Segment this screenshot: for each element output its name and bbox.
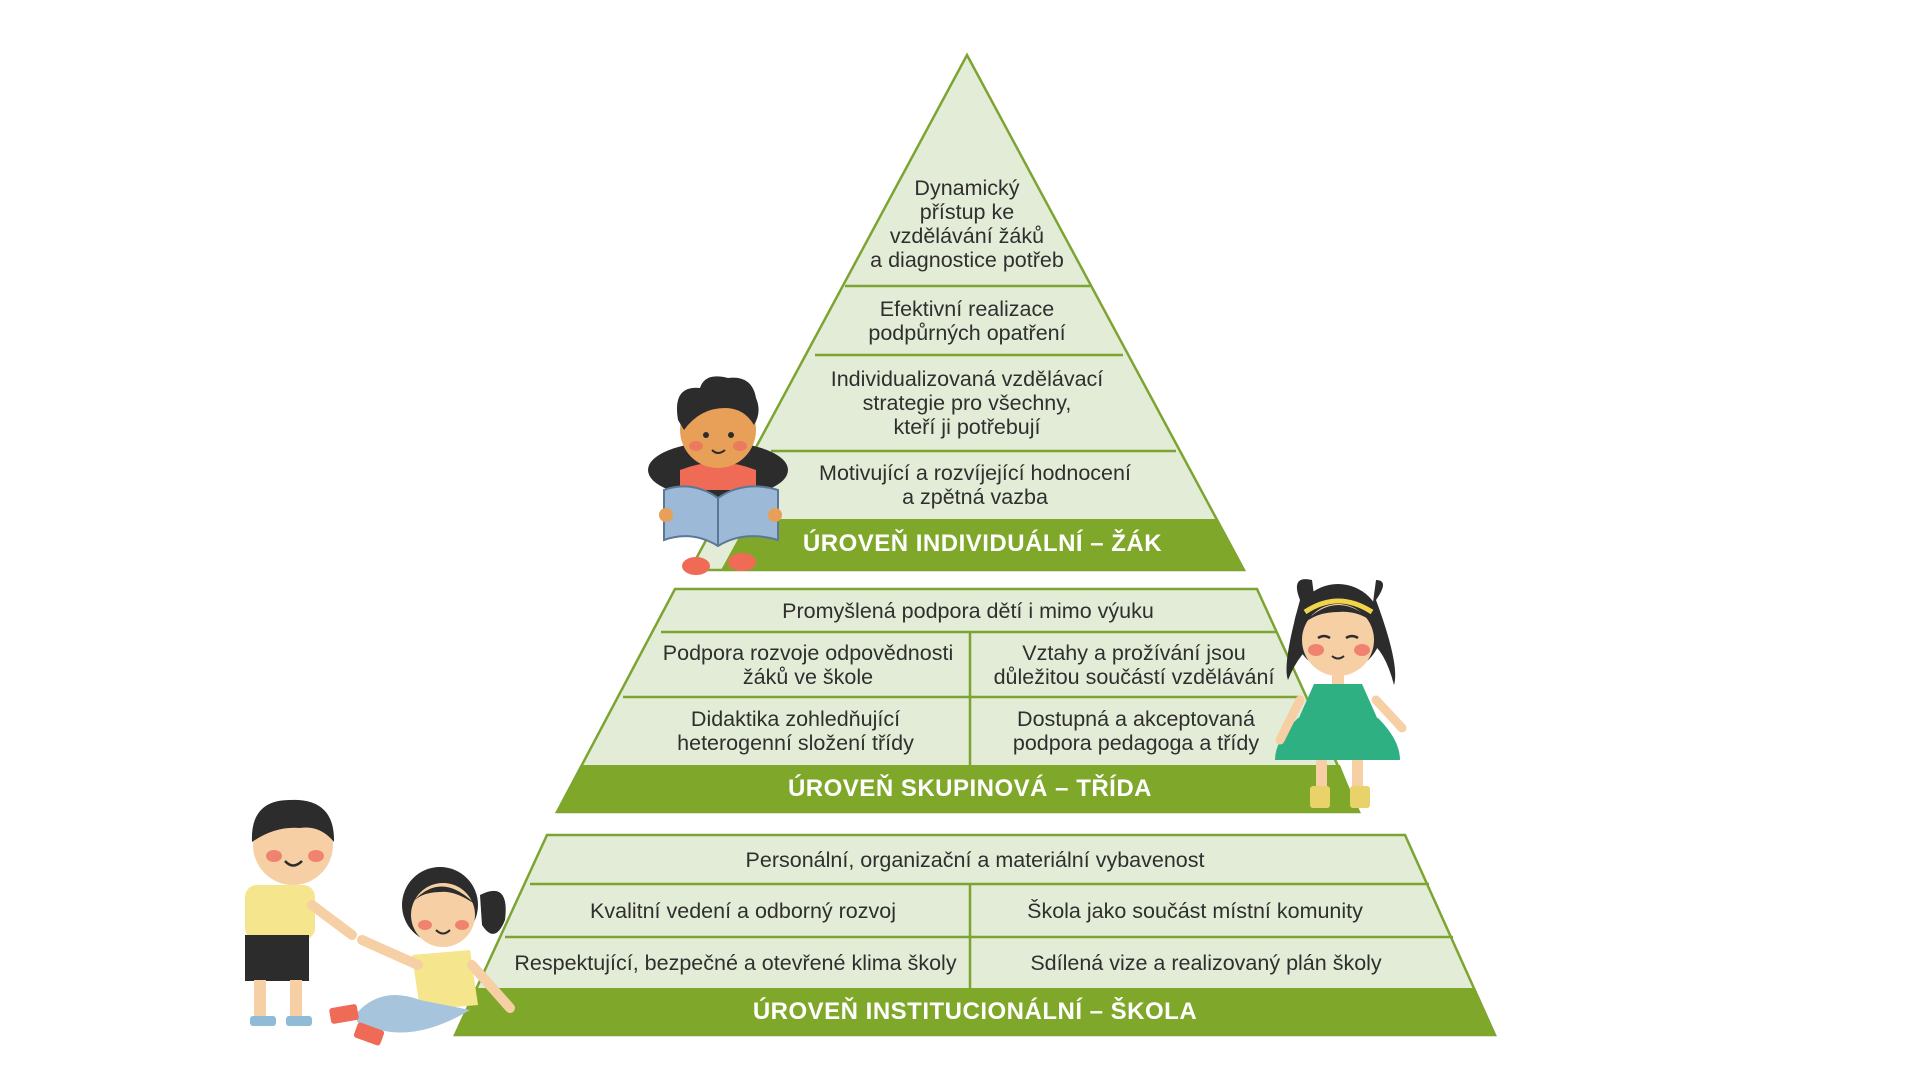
group-band [557, 765, 1359, 812]
institutional-band [455, 988, 1495, 1035]
institutional-level-title: ÚROVEŇ INSTITUCIONÁLNÍ – ŠKOLA [752, 998, 1198, 1025]
group-mid-left-cell: Podpora rozvoje odpovědnosti žáků ve ško… [662, 641, 954, 689]
group-bot-right-cell: Dostupná a akceptovaná podpora pedagoga … [1012, 707, 1260, 755]
girl-green-dress-illustration [1275, 579, 1407, 808]
individual-row-3: Individualizovaná vzdělávací strategie p… [830, 367, 1104, 439]
institutional-mid-left-cell: Kvalitní vedení a odborný rozvoj [590, 899, 896, 923]
group-top-cell: Promyšlená podpora dětí i mimo výuku [782, 599, 1154, 623]
group-bot-left-cell: Didaktika zohledňující heterogenní slože… [677, 707, 914, 755]
group-mid-right-cell: Vztahy a prožívání jsou důležitou součás… [993, 641, 1275, 689]
reading-boy-illustration [648, 376, 788, 575]
institutional-bot-left-cell: Respektující, bezpečné a otevřené klima … [514, 951, 957, 975]
individual-level-title: ÚROVEŇ INDIVIDUÁLNÍ – ŽÁK [802, 530, 1163, 557]
individual-row-4: Motivující a rozvíjející hodnocení a zpě… [819, 461, 1131, 509]
institutional-bot-right-cell: Sdílená vize a realizovaný plán školy [1030, 951, 1382, 975]
institutional-mid-right-cell: Škola jako součást místní komunity [1027, 899, 1363, 923]
group-level-title: ÚROVEŇ SKUPINOVÁ – TŘÍDA [787, 775, 1153, 802]
individual-row-2: Efektivní realizace podpůrných opatření [868, 297, 1066, 345]
institutional-top-cell: Personální, organizační a materiální vyb… [745, 848, 1205, 872]
individual-band [721, 519, 1244, 570]
two-kids-illustration [245, 799, 515, 1046]
individual-row-1: Dynamický přístup ke vzdělávání žáků a d… [870, 176, 1064, 272]
